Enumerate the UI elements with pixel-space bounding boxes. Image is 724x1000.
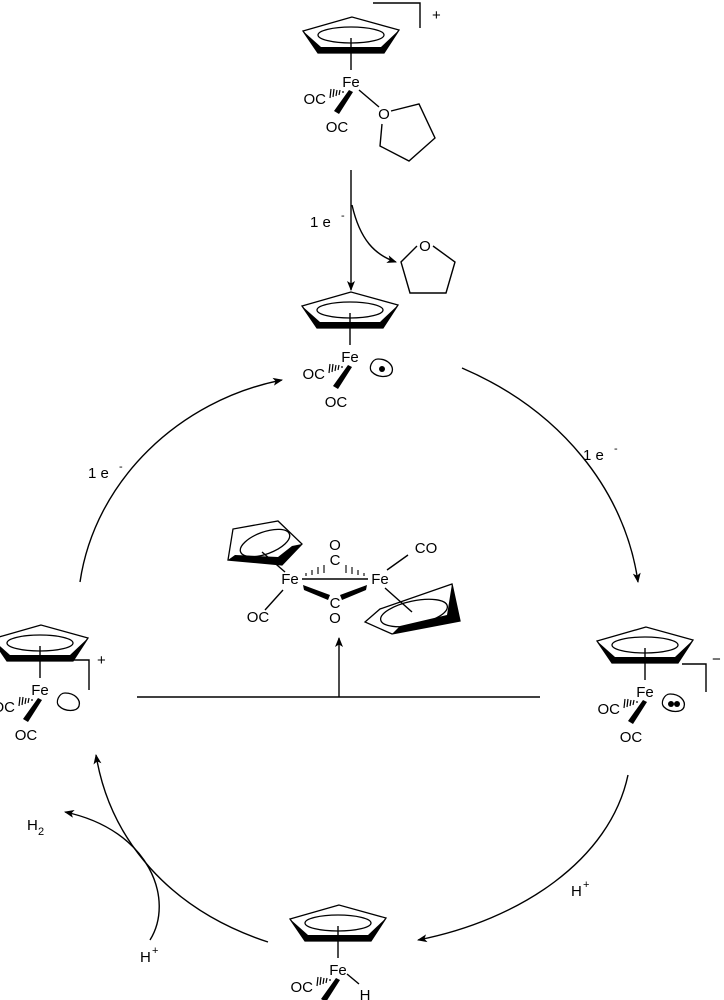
fe-label: Fe	[281, 571, 299, 588]
complex-radical: Fe OC OC	[301, 291, 399, 411]
orbital-icon	[369, 358, 394, 378]
cycle-arrow-protonation	[417, 774, 629, 943]
proton-label: H	[140, 949, 151, 966]
complex-anion: Fe OC OC	[596, 626, 694, 746]
proton-sup: +	[152, 945, 158, 957]
oc-label: OC	[291, 979, 314, 996]
charge-plus: +	[432, 7, 441, 24]
oc-label: OC	[15, 727, 38, 744]
oc-label: OC	[303, 366, 326, 383]
thf-oxygen: O	[419, 238, 431, 255]
proton-sup: +	[583, 879, 589, 891]
oc-label: OC	[326, 119, 349, 136]
oc-label: OC	[620, 729, 643, 746]
electron-label-top: 1 e	[310, 214, 331, 231]
complex-cation: Fe OC OC	[0, 624, 89, 744]
thf-ring	[379, 103, 436, 162]
bridging-o: O	[329, 610, 341, 627]
orbital-icon	[56, 692, 81, 712]
cycle-arrow-h2-release	[93, 754, 269, 943]
h2-release-arrow	[64, 809, 160, 941]
fe-label: Fe	[329, 962, 347, 979]
fe-label: Fe	[342, 74, 360, 91]
co-label: CO	[415, 540, 438, 557]
oc-label: OC	[304, 91, 327, 108]
charge-bracket	[65, 659, 90, 690]
bridging-c: C	[330, 552, 341, 569]
bridging-o: O	[329, 537, 341, 554]
fe-label: Fe	[636, 684, 654, 701]
cycle-arrow-reduction	[461, 367, 641, 583]
complex-thf-cation: Fe OC OC O	[302, 16, 436, 162]
orbital-icon	[661, 693, 686, 713]
oc-label: OC	[598, 701, 621, 718]
charge-minus: −	[712, 651, 721, 668]
oc-label: OC	[0, 699, 15, 716]
fe-label: Fe	[341, 349, 359, 366]
electron-label-right: 1 e	[583, 447, 604, 464]
thf-release-arrow	[351, 204, 397, 263]
electron-sup: -	[119, 461, 123, 473]
thf-oxygen: O	[378, 106, 390, 123]
electron-sup: -	[614, 443, 618, 455]
complex-hydride: Fe OC OC H	[289, 904, 387, 1000]
charge-bracket	[682, 663, 707, 692]
proton-label: H	[571, 883, 582, 900]
oc-label: OC	[325, 394, 348, 411]
free-thf: O	[400, 238, 456, 294]
fe-label: Fe	[371, 571, 389, 588]
h2-label: H	[27, 817, 38, 834]
electron-label-left: 1 e	[88, 465, 109, 482]
dimer-fp2: Fe Fe C O C O OC CO	[227, 520, 461, 635]
h2-subscript: 2	[38, 826, 44, 838]
fe-label: Fe	[31, 682, 49, 699]
cycle-arrow-oxidation	[79, 377, 283, 583]
charge-plus: +	[97, 652, 106, 669]
bridging-c: C	[330, 595, 341, 612]
oc-label: OC	[247, 609, 270, 626]
charge-bracket	[373, 2, 421, 28]
electron-sup: -	[341, 210, 345, 222]
hydride-label: H	[360, 987, 371, 1000]
